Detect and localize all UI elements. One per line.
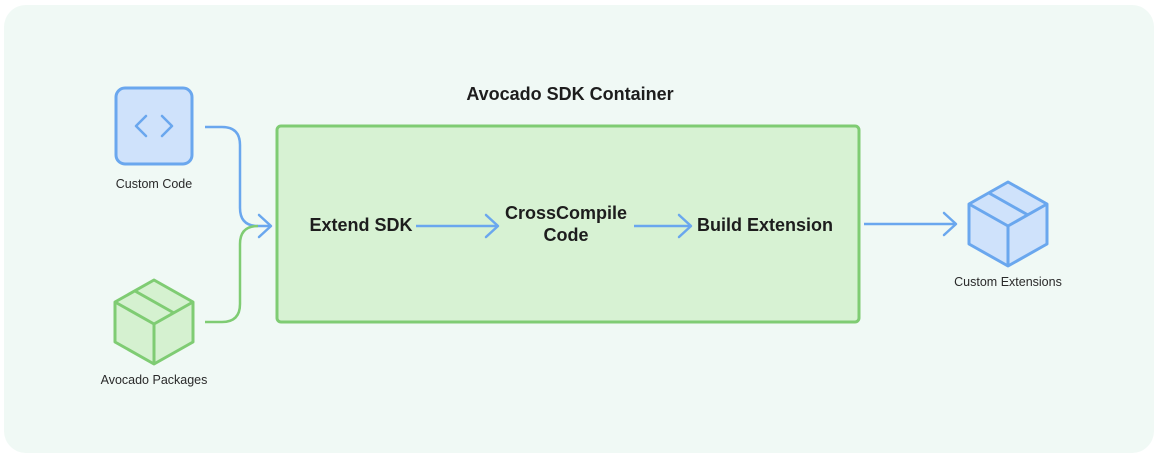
- connector-custom-code: [205, 125, 270, 228]
- arrow-compile-to-build: [634, 213, 693, 239]
- container-title: Avocado SDK Container: [466, 84, 674, 104]
- custom-extensions-label: Custom Extensions: [954, 275, 1062, 289]
- custom-extension-icon: [967, 180, 1049, 268]
- step-crosscompile-line2: Code: [543, 225, 589, 245]
- connector-avocado-packages: [205, 224, 259, 324]
- step-build-extension: Build Extension: [690, 214, 840, 236]
- custom-code-label: Custom Code: [115, 177, 193, 191]
- arrow-build-to-output: [864, 211, 958, 237]
- arrow-extend-to-compile: [416, 213, 500, 239]
- sdk-container-box: [275, 124, 861, 324]
- avocado-package-icon: [113, 278, 195, 366]
- step-extend-sdk: Extend SDK: [296, 214, 426, 236]
- step-crosscompile: CrossCompile Code: [494, 202, 638, 246]
- step-build-extension-label: Build Extension: [696, 215, 833, 235]
- code-icon: [114, 86, 194, 166]
- step-crosscompile-line1: CrossCompile: [504, 203, 628, 223]
- merge-arrowhead: [257, 213, 273, 239]
- step-extend-sdk-label: Extend SDK: [309, 215, 413, 235]
- avocado-packages-label: Avocado Packages: [100, 373, 208, 387]
